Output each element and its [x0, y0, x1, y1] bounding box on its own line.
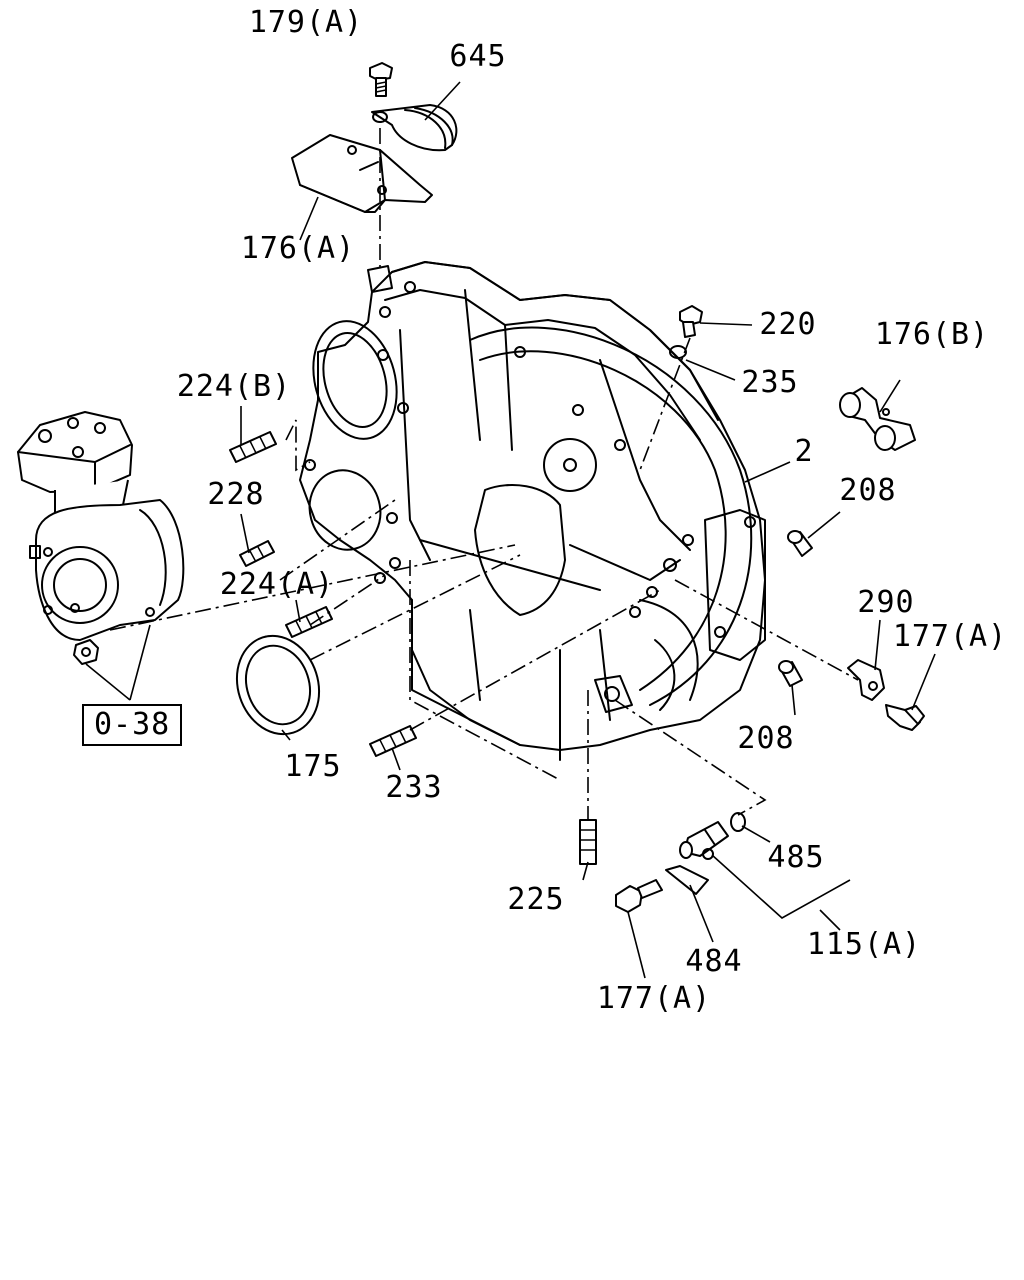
callout-224b: 224(B)	[176, 369, 292, 404]
callout-177a-bottom: 177(A)	[596, 981, 712, 1016]
callout-228: 228	[207, 477, 265, 512]
bolt-220	[679, 305, 703, 338]
clip-645	[371, 104, 458, 152]
stud-224a	[285, 606, 333, 638]
stud-228	[239, 540, 275, 567]
callout-177a-right: 177(A)	[892, 619, 1008, 654]
leader-lines	[85, 81, 936, 979]
oil-seal-175	[235, 634, 321, 736]
callout-220: 220	[759, 307, 817, 342]
bolt-177a-bottom	[615, 879, 663, 913]
oring-235	[669, 345, 687, 359]
callout-484: 484	[685, 944, 743, 979]
bracket-290	[847, 659, 885, 701]
callout-225: 225	[507, 882, 565, 917]
callout-233: 233	[385, 770, 443, 805]
callout-224a: 224(A)	[219, 567, 335, 602]
bolt-177a-right	[885, 704, 925, 731]
stud-225	[579, 819, 597, 865]
callout-485: 485	[767, 840, 825, 875]
callout-645: 645	[449, 39, 507, 74]
callout-176a: 176(A)	[240, 231, 356, 266]
callout-2: 2	[794, 434, 814, 469]
callout-235: 235	[741, 365, 799, 400]
callout-208-upper: 208	[839, 473, 897, 508]
callout-115a: 115(A)	[806, 927, 922, 962]
bolt-179a	[369, 62, 393, 97]
callout-179a: 179(A)	[248, 5, 364, 40]
bracket-176a	[291, 134, 433, 213]
stud-233	[369, 725, 417, 757]
callout-176b: 176(B)	[874, 317, 990, 352]
shim-484	[665, 865, 709, 895]
reference-box-0-38[interactable]: 0-38	[82, 704, 183, 746]
callout-208-lower: 208	[737, 721, 795, 756]
assembly-lines	[109, 128, 859, 820]
sensor-115a	[679, 821, 729, 860]
flywheel-housing	[299, 261, 766, 761]
callout-175: 175	[284, 749, 342, 784]
oring-485	[730, 812, 746, 832]
air-compressor	[17, 411, 185, 665]
dowel-208-lower	[778, 660, 803, 687]
bracket-176b	[839, 387, 916, 451]
stud-224b	[229, 431, 277, 463]
dowel-208-upper	[787, 530, 813, 557]
callout-290: 290	[857, 585, 915, 620]
